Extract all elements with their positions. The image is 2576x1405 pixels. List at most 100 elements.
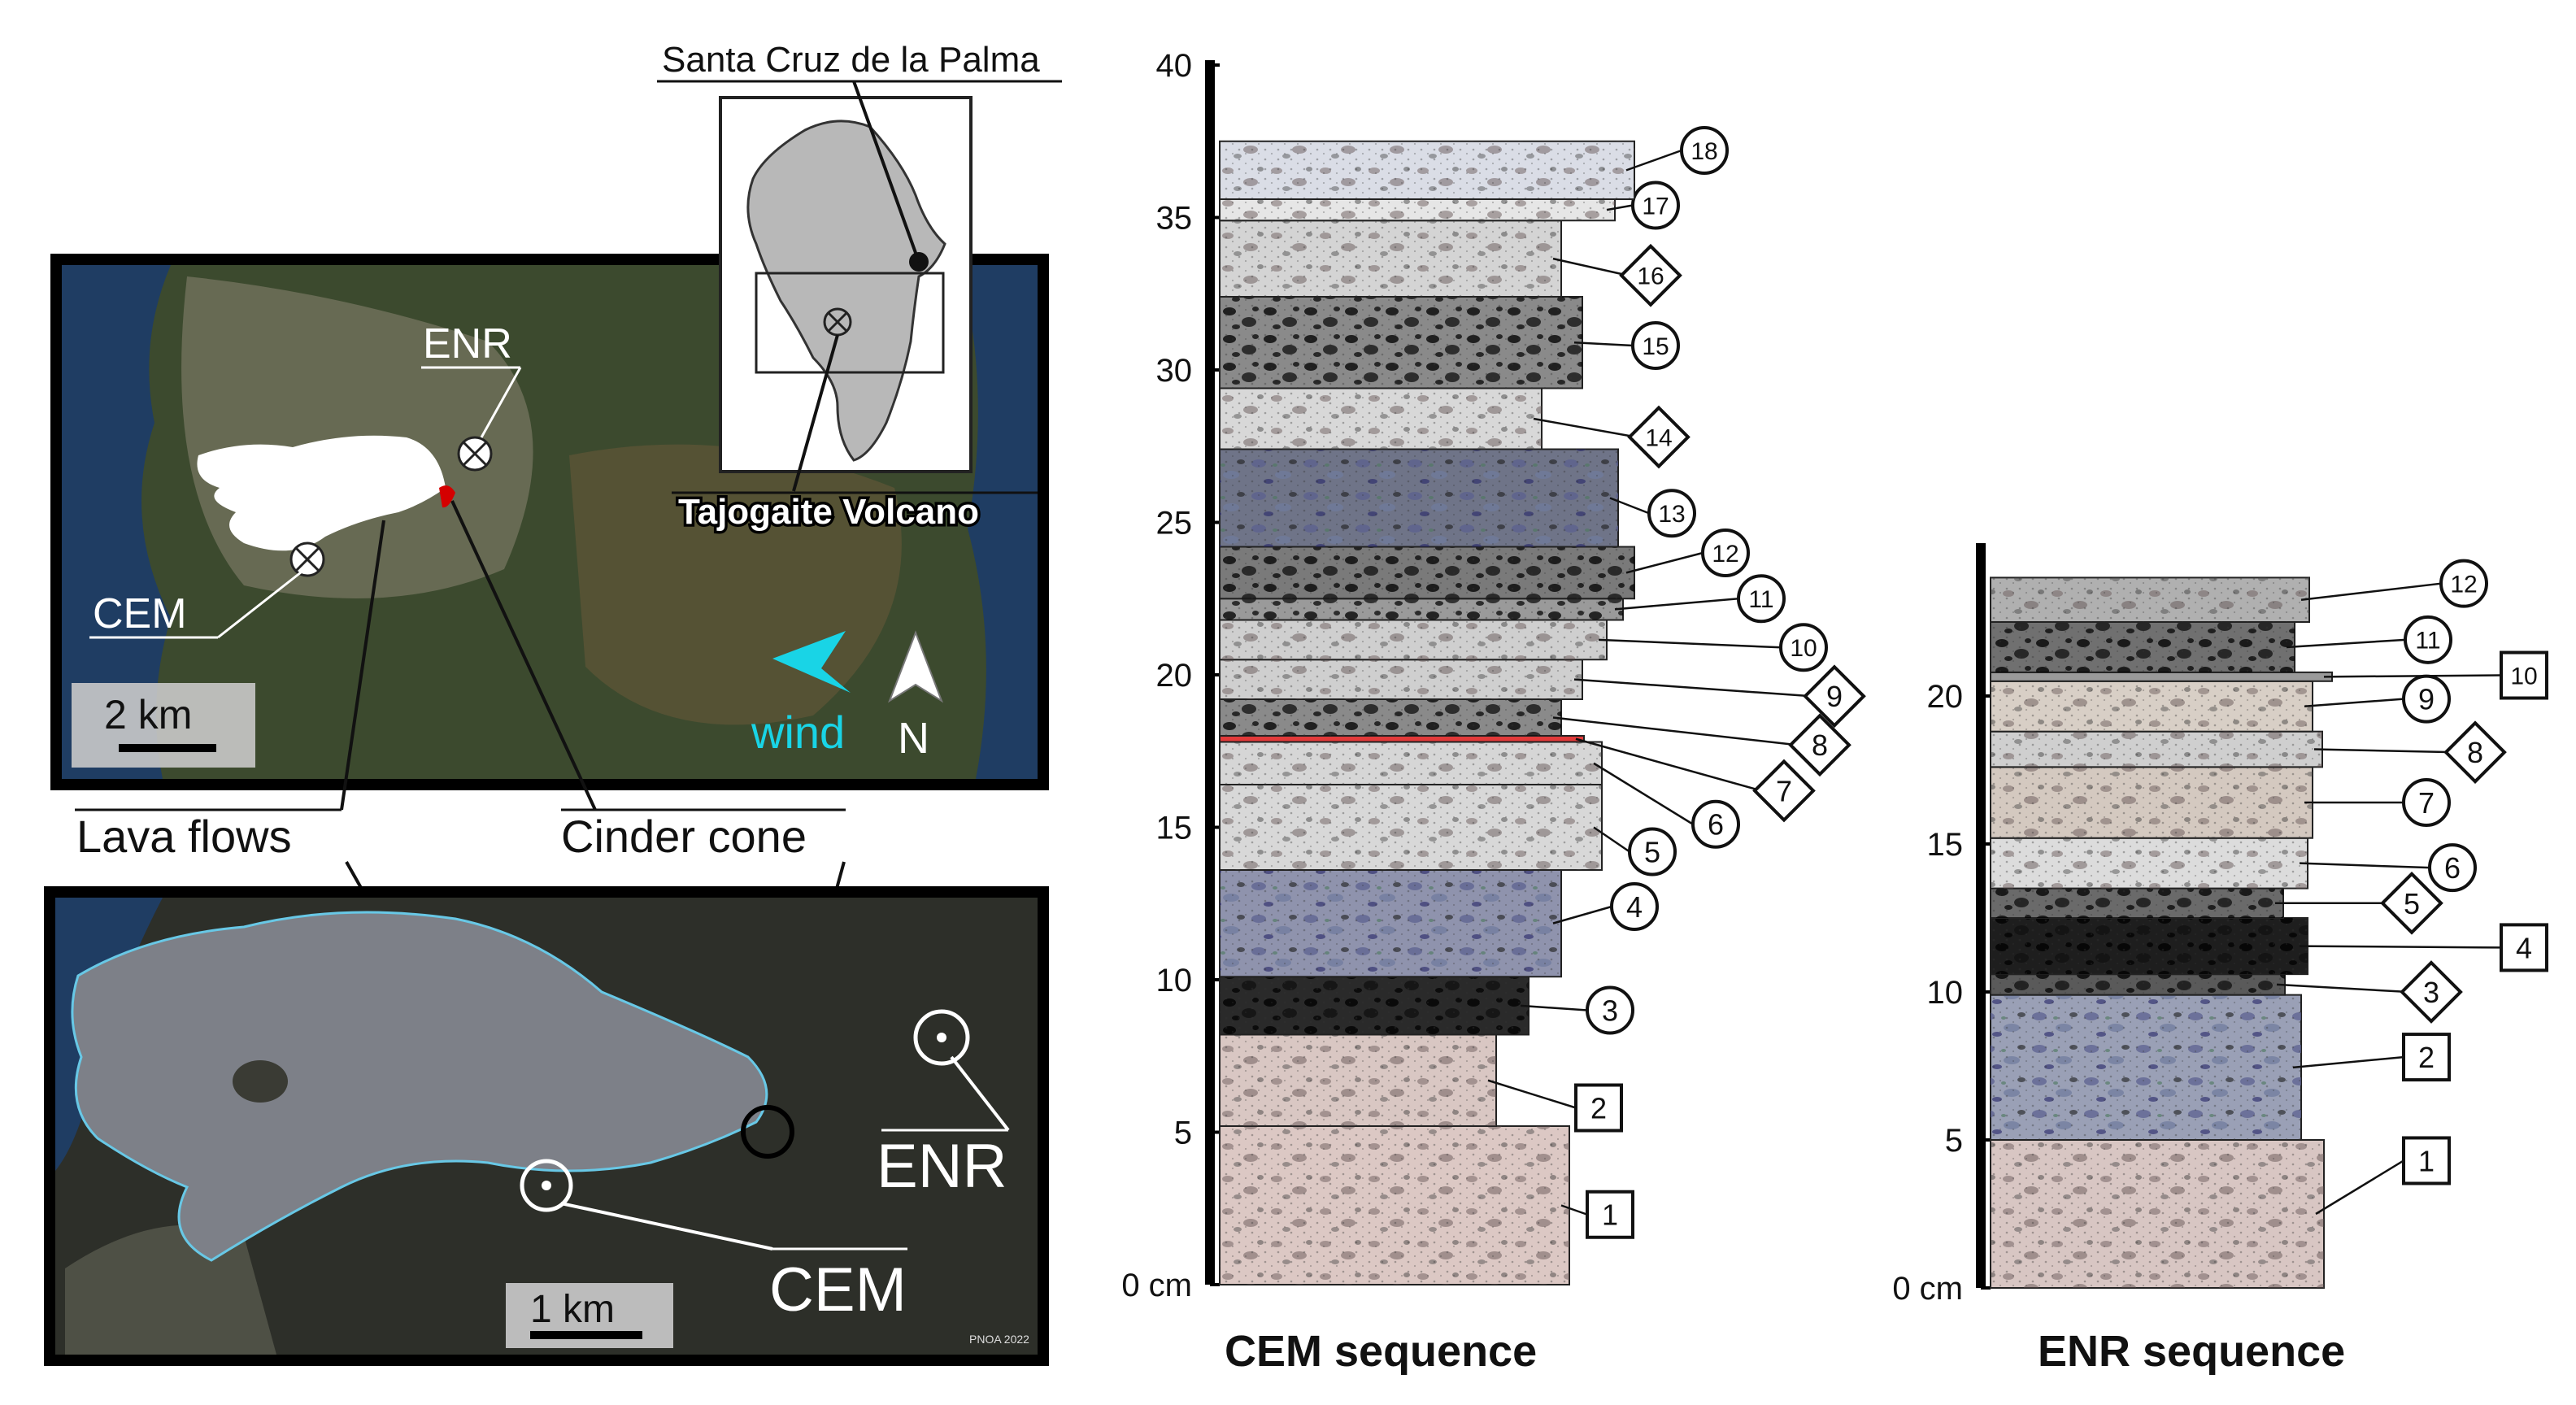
cem-label-circle-3 [1586,985,1634,1035]
cem-layer-dots-15 [1220,297,1582,389]
cem-tick-label: 10 [1156,963,1193,998]
cem-leader-14 [1533,417,1637,438]
inset-zoom-box [755,272,945,374]
cem-leader-5 [1593,826,1630,853]
cem-layer-label: 5 [1644,835,1660,868]
cem-label-circle-5 [1628,827,1677,876]
cem-stratigraphic-column: 0 cm510152025303540123456789101112131415… [1121,48,1866,1303]
cem-layer-dots-5 [1220,785,1602,870]
cem-label-diamond-16 [1619,243,1682,307]
enr-layer-dots-3 [1991,974,2285,995]
cem-layer-label: 13 [1658,501,1685,528]
tajogaite-label: Tajogaite Volcano [678,492,979,532]
cem-layer-dots-9 [1220,659,1582,699]
cem-layer-label: 7 [1776,774,1792,807]
cem-layer-dots-14 [1220,388,1542,450]
enr-layer-dots-4 [1991,918,2308,975]
top-cem-site-marker [289,542,325,577]
enr-leader-10 [2323,674,2502,678]
cem-label-diamond-7 [1752,759,1816,823]
enr-label-diamond-5 [2380,871,2443,935]
bottom-enr-leader-d [950,1055,1010,1132]
cem-sequence-title: CEM sequence [1225,1327,1537,1376]
bottom-cem-leader-d [560,1202,773,1251]
top-enr-site-marker [457,436,493,472]
cem-layer-label: 18 [1690,138,1717,165]
enr-tick-label: 10 [1927,975,1964,1011]
cem-layer-dots-16 [1220,220,1561,297]
cem-leader-18 [1625,149,1682,172]
cem-label-circle-11 [1737,574,1786,624]
bottom-cem-dot [542,1181,551,1190]
cem-layer-dots-11 [1220,598,1623,620]
cem-layer-label: 6 [1708,808,1724,842]
cem-label-diamond-8 [1788,713,1852,777]
cem-leader-17 [1606,204,1634,211]
cem-tick-label: 15 [1156,811,1193,846]
cem-layer-dots-2 [1220,1034,1496,1126]
enr-leader-3 [2276,983,2409,994]
enr-layer-dots-8 [1991,731,2322,768]
enr-layer-dots-9 [1991,681,2313,732]
cem-layer-label: 8 [1812,729,1828,762]
bottom-satellite-map: ENR CEM 1 km PNOA 2022 [44,886,1049,1366]
cem-label-circle-6 [1691,799,1740,849]
enr-layer-dots-11 [1991,622,2295,672]
top-cem-leader-d [217,571,302,639]
cem-leader-12 [1625,551,1704,574]
enr-layer-label: 6 [2444,851,2461,885]
cem-layer-dots-17 [1220,199,1615,221]
cem-tick-label: 40 [1156,48,1193,84]
enr-label-square-2 [2402,1033,2451,1082]
island-inset-map: Santa Cruz de la Palma Tajogaite Volcano [657,40,1062,535]
cem-leader-4 [1552,905,1612,924]
cem-leader-6 [1593,762,1694,825]
north-arrow-icon [888,630,943,703]
cinder-cone-label: Cinder cone [561,811,807,862]
top-scale-label: 2 km [104,692,192,737]
bottom-map-farmland [65,1224,276,1355]
santa-cruz-label: Santa Cruz de la Palma [662,40,1040,80]
cem-tick-label: 5 [1174,1116,1192,1151]
enr-layer-label: 10 [2510,663,2537,689]
enr-layer-label: 7 [2418,786,2435,820]
cem-label-circle-18 [1680,126,1729,175]
enr-layer-dots-2 [1991,994,2301,1140]
enr-layer-dots-6 [1991,837,2308,889]
cem-layer-dots-13 [1220,449,1618,547]
enr-layer-label: 5 [2404,887,2420,920]
cem-layer-dots-18 [1220,141,1634,199]
cem-label-circle-4 [1610,882,1659,931]
tajogaite-leader [792,334,839,492]
cem-layer-label: 12 [1712,541,1738,568]
enr-label-diamond-8 [2443,720,2507,784]
lava-flow-field [71,911,768,1262]
enr-layer-label: 1 [2418,1144,2435,1177]
cem-layer-label: 1 [1602,1198,1618,1232]
enr-leader-6 [2299,862,2430,869]
enr-label-square-10 [2500,650,2548,700]
lava-flows-label: Lava flows [76,811,292,862]
cem-leader-9 [1573,678,1812,698]
cem-leader-7 [1575,737,1762,792]
enr-label-circle-6 [2428,843,2477,893]
cem-label-diamond-9 [1803,664,1866,729]
cem-label-circle-17 [1631,181,1680,230]
enr-layer-label: 3 [2423,976,2439,1009]
enr-leader-8 [2313,748,2453,754]
enr-label-square-1 [2402,1136,2451,1185]
cem-layer-label: 11 [1748,586,1773,613]
cem-label-circle-13 [1647,489,1696,538]
cem-tick-label: 35 [1156,201,1193,237]
wind-arrow-icon [772,631,851,693]
cem-leader-11 [1614,598,1739,611]
cem-label-circle-12 [1701,529,1750,577]
bottom-cem-label: CEM [769,1255,907,1325]
cem-layer-dots-10 [1220,620,1607,660]
bottom-cem-circle [520,1159,573,1212]
enr-tick-label: 15 [1927,827,1964,863]
map-credit: PNOA 2022 [969,1333,1029,1346]
cem-tick-label: 25 [1156,506,1193,542]
